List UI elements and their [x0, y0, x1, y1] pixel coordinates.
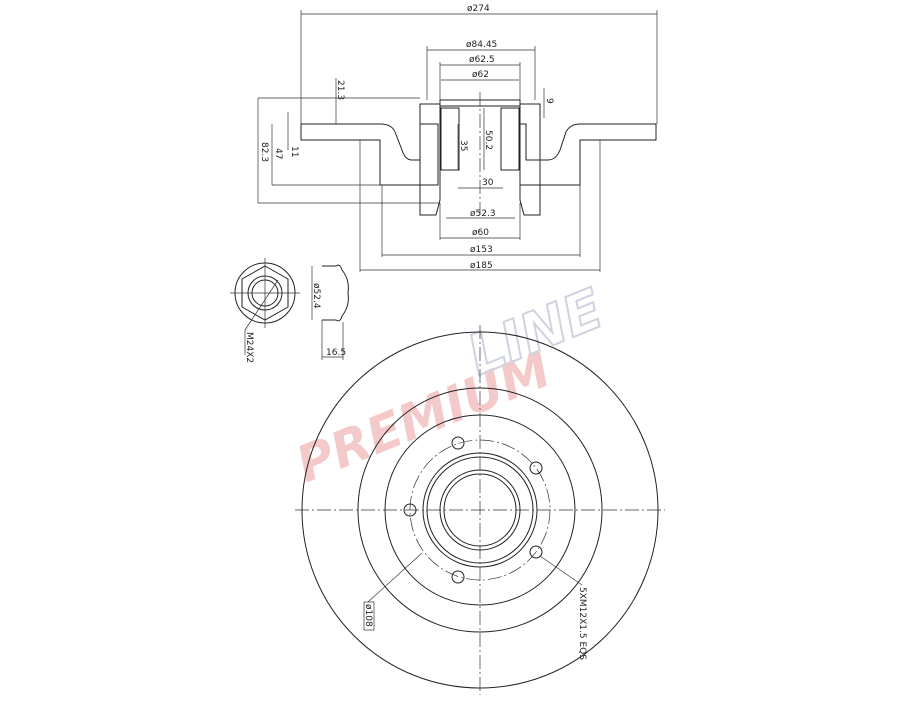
section-view: ø274 ø84.45 ø62.5 ø62 21.3 9 82.3 47 11 … [257, 4, 658, 272]
dim-outer-diameter: ø274 [467, 4, 490, 14]
bolt-holes [403, 436, 543, 584]
dim-bore-62: ø62 [472, 70, 489, 80]
dim-60: ø60 [472, 228, 489, 238]
dim-total-height: 82.3 [259, 142, 269, 162]
dim-hub-cap-diameter: ø84.45 [466, 40, 497, 50]
dim-153: ø153 [470, 245, 493, 255]
dim-bearing-width: 35 [458, 140, 468, 151]
dim-hat-height: 47 [273, 148, 283, 159]
dim-bore-62-5: ø62.5 [469, 55, 495, 65]
dim-185: ø185 [470, 261, 493, 271]
watermark-logo: PREMIUM LINE [288, 275, 612, 494]
dim-bolt-circle: ø108 [363, 604, 373, 627]
nut-view: M24X2 ø52.4 16.5 [230, 258, 349, 363]
dim-offset: 21.3 [335, 80, 345, 100]
dim-bolt-spec: 5XM12X1.5 EQS [577, 587, 587, 660]
dim-cap-diameter: ø52.4 [311, 283, 321, 309]
dim-thread: M24X2 [244, 332, 254, 363]
dim-thickness: 11 [289, 146, 299, 157]
dim-cap-height: 9 [544, 98, 554, 104]
dim-inner-width: 30 [482, 178, 494, 188]
dim-cap-depth: 16.5 [326, 348, 346, 358]
front-view: ø108 5XM12X1.5 EQS [295, 325, 665, 695]
dim-bearing-depth: 50.2 [483, 130, 493, 150]
dim-52-3: ø52.3 [470, 209, 496, 219]
